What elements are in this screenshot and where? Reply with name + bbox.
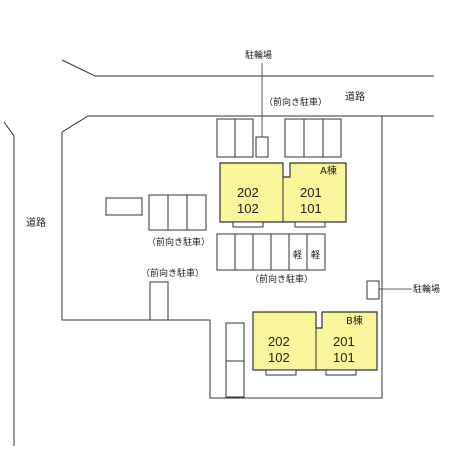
parking-space bbox=[186, 194, 207, 231]
storage-box bbox=[105, 197, 143, 216]
bicycle-top-label: 駐輪場 bbox=[245, 49, 272, 61]
building-a-name: A棟 bbox=[320, 164, 337, 177]
building-b-name: B棟 bbox=[346, 314, 363, 327]
parking-forward-middle-label: （前向き駐車） bbox=[250, 273, 313, 285]
parking-space bbox=[234, 118, 254, 158]
parking-space bbox=[303, 118, 324, 158]
lot-boundary bbox=[61, 116, 383, 399]
parking-space bbox=[225, 322, 245, 362]
kei-label-1: 軽 bbox=[293, 250, 302, 261]
parking-space bbox=[225, 360, 245, 398]
building-a-entrance-right bbox=[294, 221, 326, 228]
building-b-entrance-right bbox=[325, 369, 357, 376]
bicycle-parking-box-top bbox=[255, 136, 269, 158]
building-a-unit-lower: 101 bbox=[300, 201, 322, 216]
building-b-entrance-left bbox=[265, 369, 297, 376]
building-a-unit-lower: 102 bbox=[237, 201, 259, 216]
parking-space bbox=[270, 233, 290, 271]
building-a-unit-upper: 201 bbox=[300, 185, 322, 200]
road-left-label: 道路 bbox=[26, 216, 46, 229]
building-a-unit-upper: 202 bbox=[237, 185, 259, 200]
parking-space bbox=[148, 194, 169, 231]
road-top-edge-upper bbox=[61, 59, 434, 77]
parking-space bbox=[167, 194, 188, 231]
road-top-edge-lower bbox=[61, 115, 434, 133]
parking-space bbox=[216, 233, 236, 271]
parking-space bbox=[252, 233, 272, 271]
road-left-edge bbox=[3, 121, 15, 446]
building-b bbox=[252, 311, 378, 376]
parking-forward-left-lower-label: （前向き駐車） bbox=[141, 267, 204, 279]
building-b-unit-upper: 202 bbox=[268, 334, 290, 349]
building-b-unit-lower: 102 bbox=[268, 350, 290, 365]
parking-space bbox=[234, 233, 254, 271]
parking-forward-left-upper-label: （前向き駐車） bbox=[147, 236, 210, 248]
building-a bbox=[219, 162, 347, 228]
parking-space bbox=[149, 281, 169, 321]
parking-forward-top-label: （前向き駐車） bbox=[264, 96, 327, 108]
parking-space bbox=[322, 118, 342, 158]
parking-space-kei bbox=[306, 233, 326, 271]
building-b-unit-lower: 101 bbox=[333, 350, 355, 365]
building-b-unit-upper: 201 bbox=[333, 334, 355, 349]
bicycle-right-label: 駐輪場 bbox=[413, 283, 440, 295]
parking-space bbox=[284, 118, 305, 158]
parking-space bbox=[216, 118, 236, 158]
bicycle-parking-box-right bbox=[366, 280, 380, 300]
road-top-label: 道路 bbox=[345, 90, 365, 103]
building-a-entrance-left bbox=[232, 221, 264, 228]
kei-label-2: 軽 bbox=[311, 250, 320, 261]
